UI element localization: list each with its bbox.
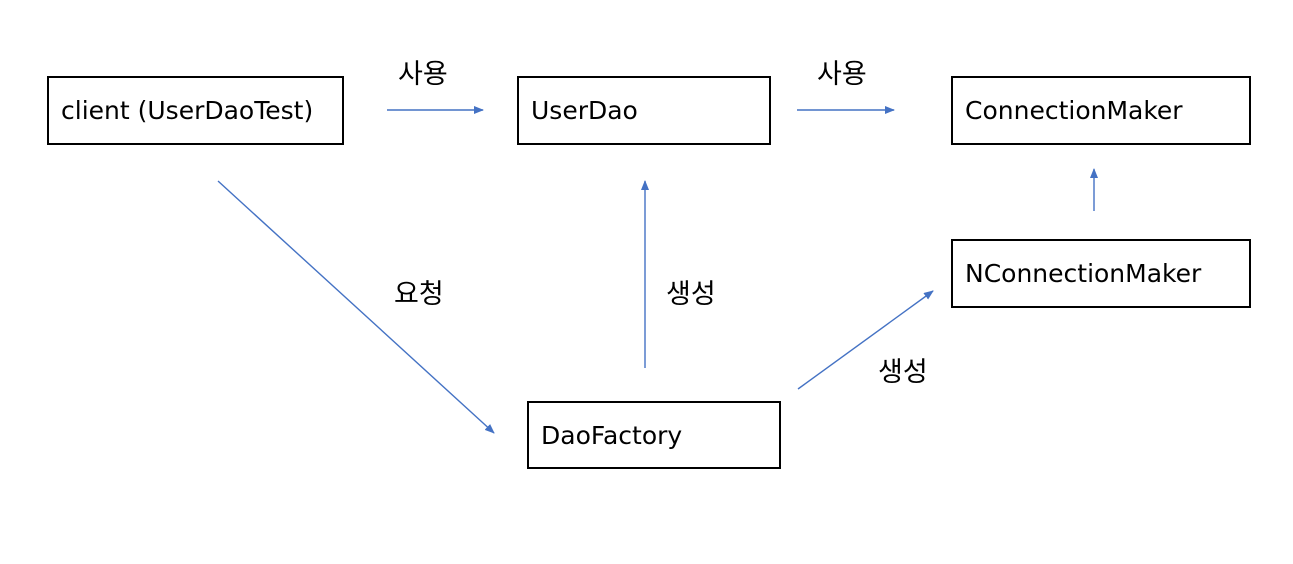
node-dao-factory-label: DaoFactory bbox=[541, 420, 683, 450]
arrow-client-to-daofactory bbox=[217, 180, 495, 434]
edge-label-daofactory-to-userdao: 생성 bbox=[666, 279, 716, 310]
node-n-connection-maker: NConnectionMaker bbox=[951, 239, 1251, 308]
node-n-connection-maker-label: NConnectionMaker bbox=[965, 259, 1202, 288]
edge-label-client-to-daofactory: 요청 bbox=[394, 279, 444, 310]
node-user-dao: UserDao bbox=[517, 76, 771, 145]
node-connection-maker: ConnectionMaker bbox=[951, 76, 1251, 145]
arrow-daofactory-to-nconnectionmaker bbox=[797, 290, 934, 390]
edge-label-userdao-to-connectionmaker: 사용 bbox=[817, 59, 867, 90]
edge-label-client-to-userdao: 사용 bbox=[398, 59, 448, 90]
node-client-label: client (UserDaoTest) bbox=[61, 96, 314, 125]
node-connection-maker-label: ConnectionMaker bbox=[965, 96, 1183, 125]
node-user-dao-label: UserDao bbox=[531, 96, 638, 125]
edge-label-daofactory-to-nconnectionmaker: 생성 bbox=[878, 357, 928, 388]
node-client: client (UserDaoTest) bbox=[47, 76, 344, 145]
node-dao-factory: DaoFactory bbox=[527, 401, 781, 469]
